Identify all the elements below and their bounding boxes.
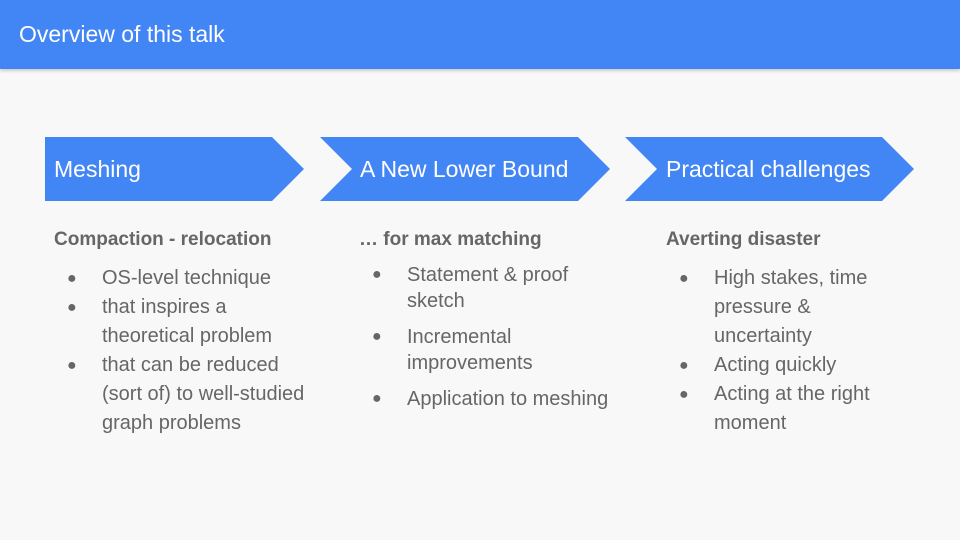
column-heading: Averting disaster: [666, 229, 821, 250]
column-heading: … for max matching: [359, 229, 542, 250]
bullet-item: ● Acting quickly: [666, 351, 906, 380]
bullet-text: Acting at the right moment: [714, 383, 870, 434]
bullet-icon: ●: [372, 390, 382, 407]
bullet-item: ● High stakes, time pressure & uncertaint…: [666, 264, 906, 351]
bullet-text: Statement & proof sketch: [407, 264, 569, 312]
bullet-text: OS-level technique: [102, 267, 271, 289]
bullet-icon: ●: [679, 357, 689, 374]
bullet-icon: ●: [679, 386, 689, 403]
bullet-icon: ●: [372, 328, 382, 345]
bullet-item: ● Incremental improvements: [359, 324, 619, 376]
bullet-item: ● Application to meshing: [359, 386, 619, 412]
bullet-text: High stakes, time pressure & uncertainty: [714, 267, 868, 347]
bullet-icon: ●: [67, 299, 77, 316]
bullet-icon: ●: [372, 266, 382, 283]
bullet-text: Acting quickly: [714, 354, 837, 376]
bullet-item: ● that can be reduced (sort of) to well-s…: [54, 351, 314, 438]
bullet-icon: ●: [67, 357, 77, 374]
bullet-list: ● Statement & proof sketch ● Incremental i…: [359, 262, 619, 412]
bullet-item: ● Acting at the right moment: [666, 380, 906, 438]
step-label: Meshing: [54, 156, 141, 182]
bullet-item: ● Statement & proof sketch: [359, 262, 619, 314]
step-chevron-practical: Practical challenges: [625, 137, 914, 201]
bullet-list: ● OS-level technique ● that inspires a the…: [54, 264, 314, 438]
bullet-item: ● OS-level technique: [54, 264, 314, 293]
step-label: Practical challenges: [666, 156, 871, 182]
bullet-item: ● that inspires a theoretical problem: [54, 293, 314, 351]
column-meshing: Compaction - relocation ● OS-level techni…: [54, 226, 314, 438]
bullet-text: that can be reduced (sort of) to well-st…: [102, 354, 305, 434]
bullet-text: that inspires a theoretical problem: [102, 296, 273, 347]
bullet-list: ● High stakes, time pressure & uncertaint…: [666, 264, 906, 438]
column-practical: Averting disaster ● High stakes, time pre…: [666, 226, 906, 438]
column-lower-bound: … for max matching ● Statement & proof sk…: [359, 226, 619, 412]
title-bar: Overview of this talk: [0, 0, 960, 69]
step-chevron-lower-bound: A New Lower Bound: [320, 137, 610, 201]
column-heading: Compaction - relocation: [54, 229, 272, 250]
bullet-icon: ●: [679, 270, 689, 287]
bullet-icon: ●: [67, 270, 77, 287]
step-chevron-meshing: Meshing: [45, 137, 304, 201]
bullet-text: Application to meshing: [407, 388, 609, 410]
step-label: A New Lower Bound: [360, 156, 569, 182]
slide-title: Overview of this talk: [19, 21, 225, 47]
bullet-text: Incremental improvements: [407, 326, 533, 374]
